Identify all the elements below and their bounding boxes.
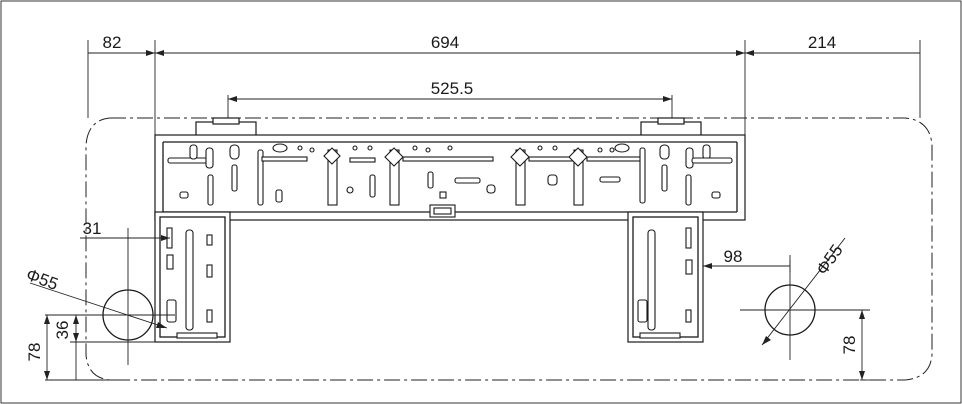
- dim-right-offset: 98: [724, 247, 743, 266]
- leader-phi55-right: [761, 237, 846, 346]
- bracket-left-slot: [185, 229, 194, 331]
- plate-tab-left-top: [212, 117, 240, 125]
- bracket-right-slot: [685, 227, 692, 249]
- bracket-left-slot: [206, 234, 213, 246]
- arrow: [228, 96, 237, 102]
- arrow: [762, 336, 771, 345]
- leader-phi55-left: [29, 282, 168, 329]
- dim-plate-width: 694: [431, 33, 459, 52]
- arrow: [155, 50, 164, 56]
- arrow: [156, 322, 167, 328]
- arrow: [745, 50, 754, 56]
- arrow: [703, 263, 712, 269]
- bracket-right-slot: [637, 299, 648, 323]
- bracket-right-slot: [685, 309, 692, 323]
- bracket-right: [627, 211, 704, 343]
- dim-left-offset: 31: [83, 219, 102, 238]
- dim-right-bottom-height: 78: [840, 336, 859, 355]
- arrow: [161, 235, 170, 241]
- plate-holes: [167, 143, 733, 218]
- arrow: [73, 315, 79, 324]
- arrow: [859, 371, 865, 380]
- dim-left-hole-height: 36: [53, 321, 72, 340]
- arrow: [146, 50, 155, 56]
- arrow: [859, 310, 865, 319]
- arrow: [663, 96, 672, 102]
- bracket-left-base: [176, 332, 218, 339]
- dim-left-hole-diameter: Φ55: [24, 265, 61, 294]
- bracket-right-base: [639, 332, 681, 339]
- bracket-left-slot: [166, 299, 177, 323]
- arrow: [44, 315, 50, 324]
- dim-right-margin: 214: [808, 33, 836, 52]
- dim-inner-span: 525.5: [431, 79, 474, 98]
- dim-left-bottom-height: 78: [25, 343, 44, 362]
- arrow: [44, 371, 50, 380]
- bracket-left-slot: [206, 264, 213, 278]
- bracket-right-slot: [647, 229, 656, 331]
- bracket-left-slot: [166, 254, 174, 270]
- arrow: [736, 50, 745, 56]
- bracket-right-slot: [685, 259, 693, 275]
- arrow: [73, 333, 79, 342]
- plate-tab-right-top: [657, 117, 685, 125]
- dim-left-margin: 82: [103, 33, 122, 52]
- bracket-left-slot: [206, 309, 213, 323]
- indoor-unit-outline: [85, 117, 933, 381]
